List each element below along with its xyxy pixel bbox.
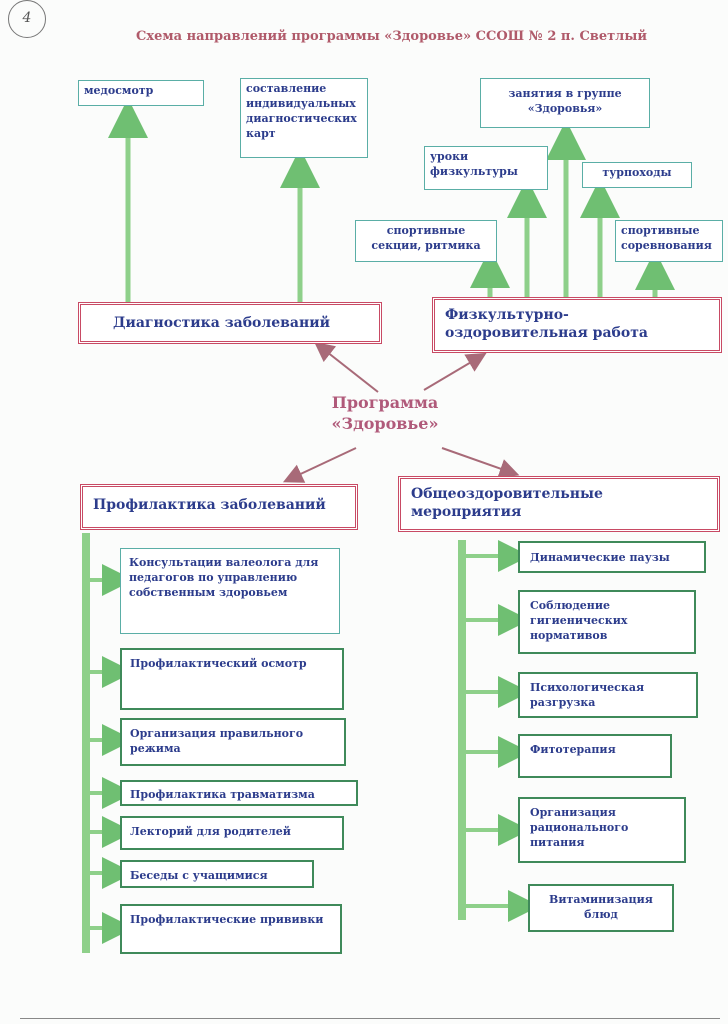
program-label-line1: Программа — [331, 393, 439, 412]
box-disease-diagnostics: Диагностика заболеваний — [78, 302, 382, 344]
program-label-line2: «Здоровье» — [331, 414, 439, 433]
prevention-item-vaccines: Профилактические прививки — [120, 904, 342, 954]
box-diagnostic-cards: составление индивидуальных диагностическ… — [240, 78, 368, 158]
box-fitness-work: Физкультурно-оздоровительная работа — [432, 297, 722, 353]
prevention-item-injury: Профилактика травматизма — [120, 780, 358, 806]
general-item-psych: Психологическая разгрузка — [518, 672, 698, 718]
bottom-edge-line — [20, 1018, 720, 1019]
box-competitions: спортивные соревнования — [615, 220, 723, 262]
prevention-item-parents-lectures: Лекторий для родителей — [120, 816, 344, 850]
box-sports-sections: спортивные секции, ритмика — [355, 220, 497, 262]
box-medosmotr: медосмотр — [78, 80, 204, 106]
diagram-title: Схема направлений программы «Здоровье» С… — [135, 29, 647, 44]
box-health-group: занятия в группе «Здоровья» — [480, 78, 650, 128]
prevention-item-talks: Беседы с учащимися — [120, 860, 314, 888]
general-item-hygiene: Соблюдение гигиенических нормативов — [518, 590, 696, 654]
box-general-health: Общеоздоровительные мероприятия — [398, 476, 720, 532]
box-prevention: Профилактика заболеваний — [80, 484, 358, 530]
general-item-pauses: Динамические паузы — [518, 541, 706, 573]
prevention-item-checkup: Профилактический осмотр — [120, 648, 344, 710]
program-label: Программа «Здоровье» — [320, 392, 450, 434]
box-hikes: турпоходы — [582, 162, 692, 188]
general-item-phyto: Фитотерапия — [518, 734, 672, 778]
prevention-item-consultations: Консультации валеолога для педагогов по … — [120, 548, 340, 634]
page-number-stamp: 4 — [8, 0, 46, 38]
up-arrows — [108, 98, 675, 302]
general-item-vitamins: Витаминизация блюд — [528, 884, 674, 932]
box-pe-lessons: уроки физкультуры — [424, 146, 548, 190]
general-item-nutrition: Организация рационального питания — [518, 797, 686, 863]
prevention-item-schedule: Организация правильного режима — [120, 718, 346, 766]
